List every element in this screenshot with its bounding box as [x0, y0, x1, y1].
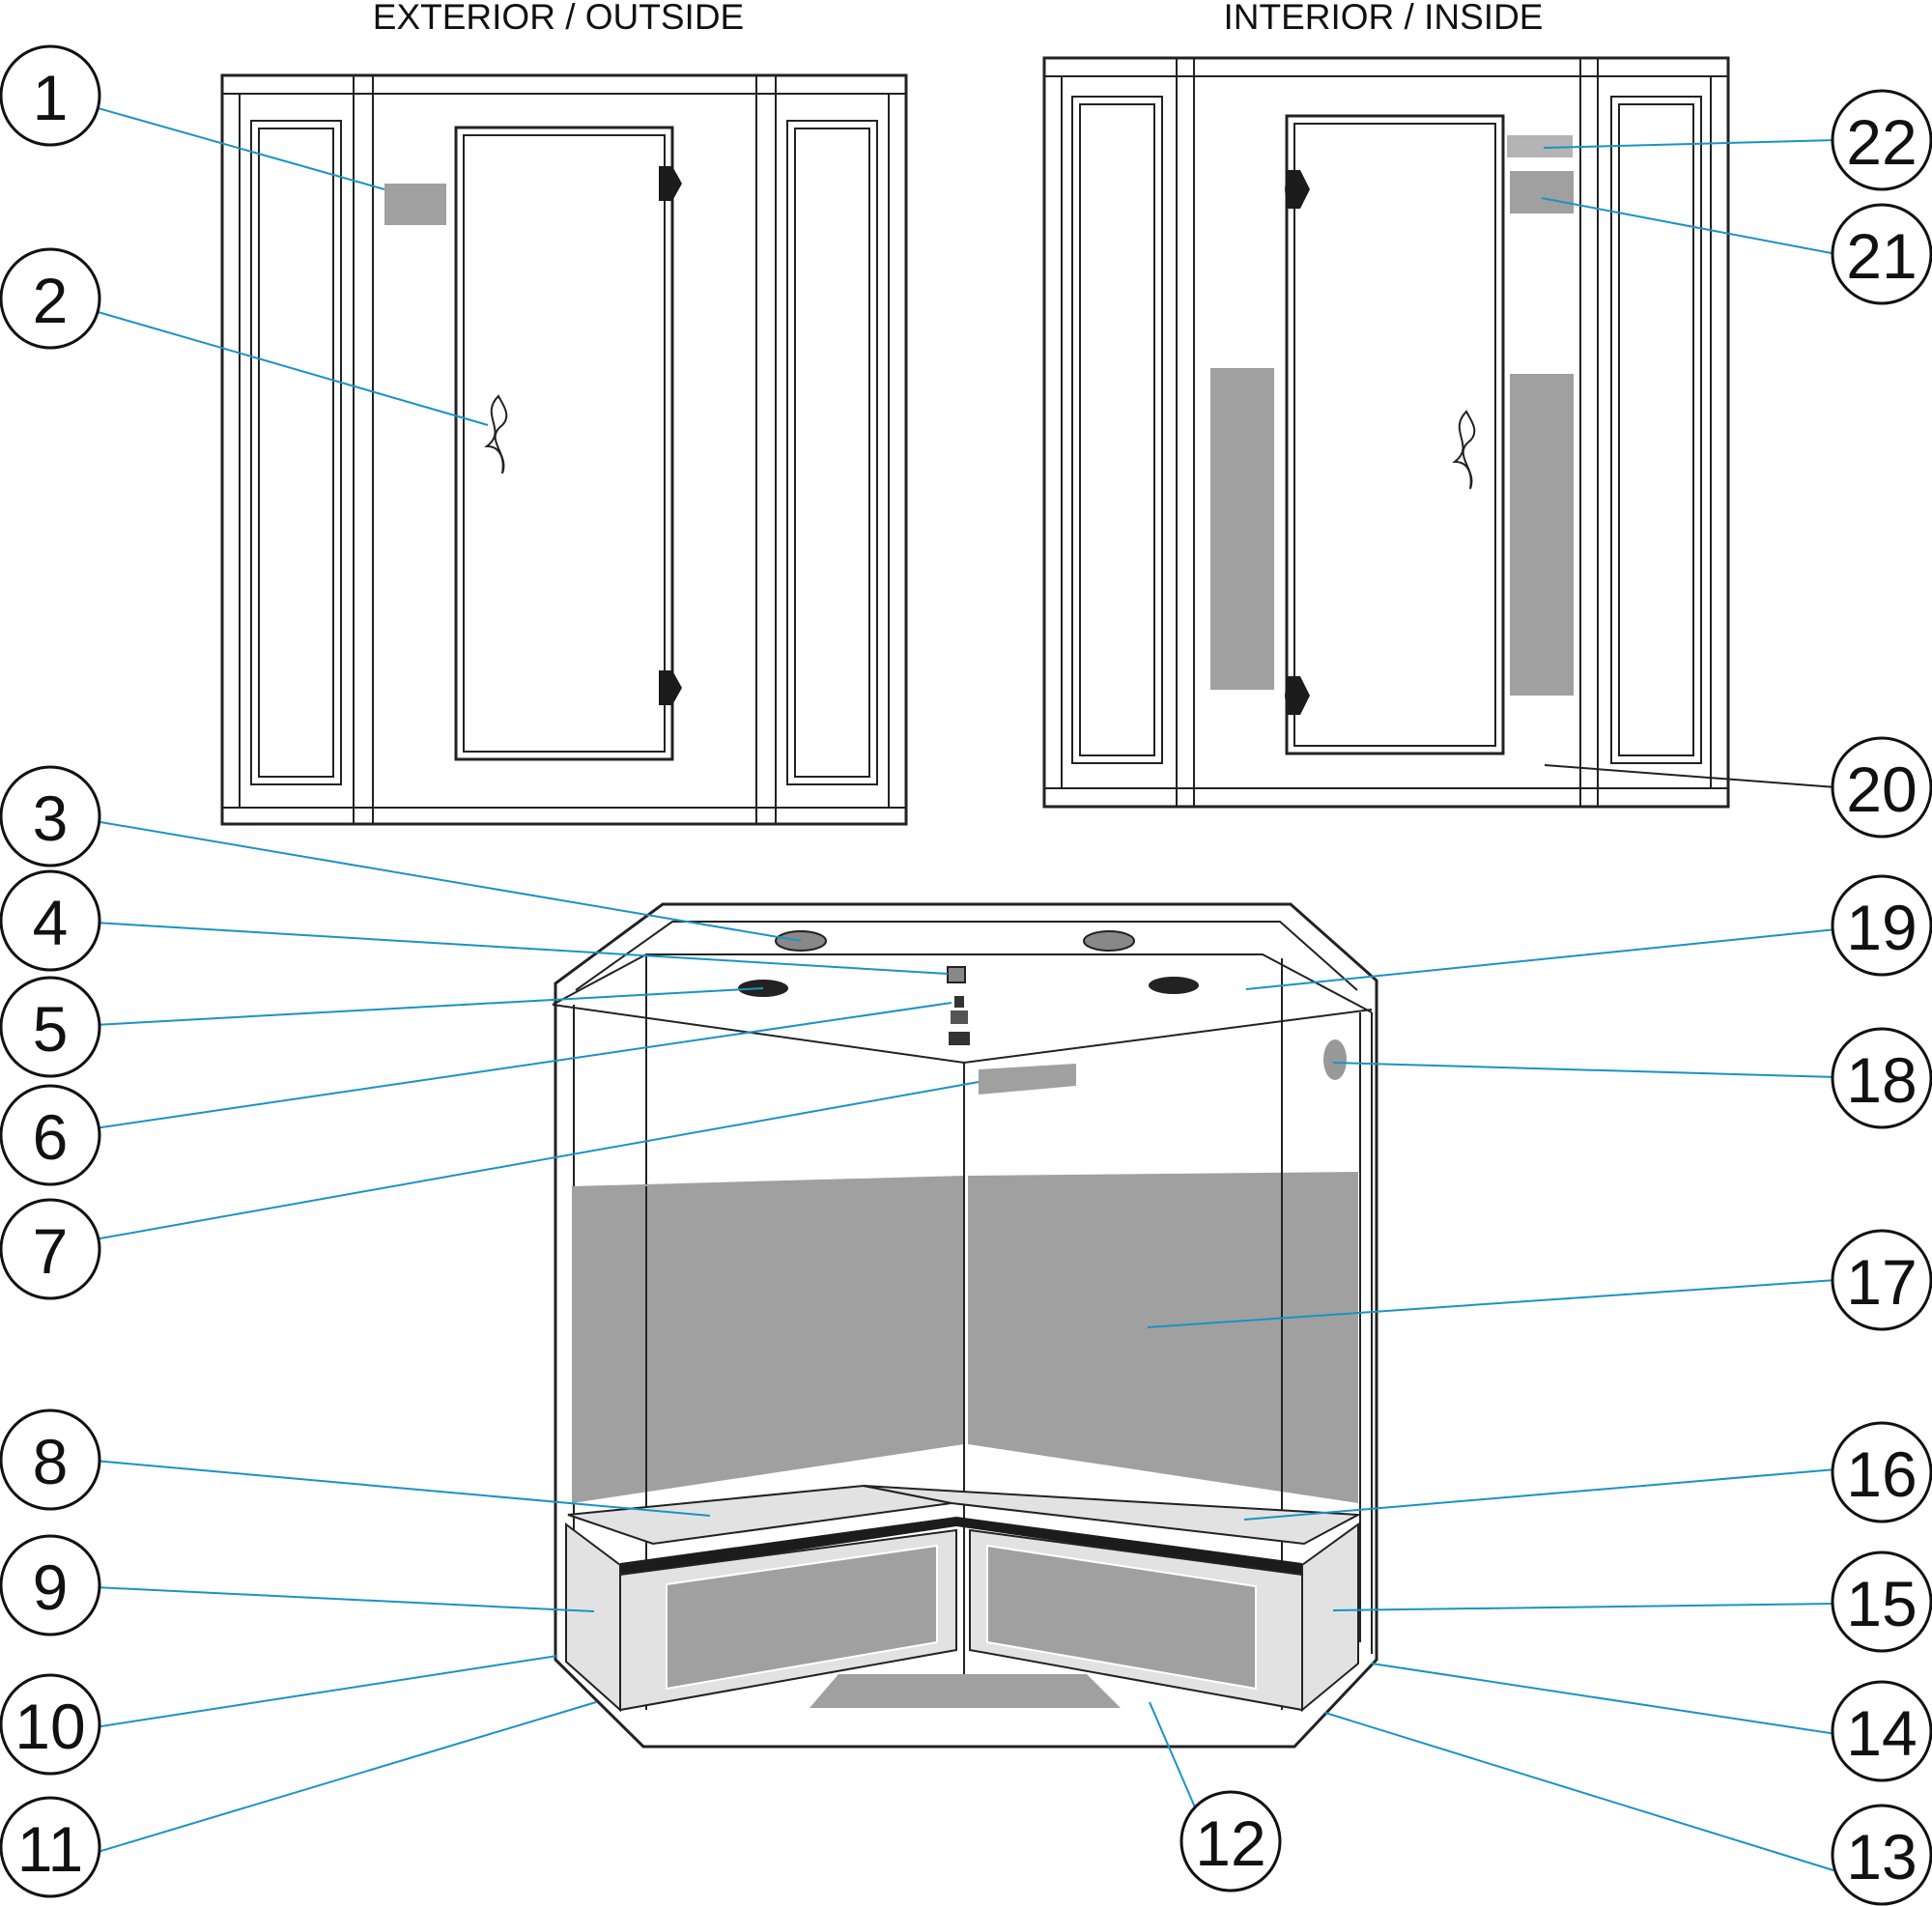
callout-15: 15	[1831, 1550, 1932, 1653]
interior-right-heater-panel	[1510, 374, 1574, 696]
svg-text:1: 1	[33, 62, 69, 133]
callout-16: 16	[1831, 1421, 1932, 1523]
svg-text:21: 21	[1846, 220, 1917, 292]
callout-3: 3	[0, 765, 101, 868]
right-bench-heater	[986, 1544, 1257, 1691]
exterior-bottom-hinge	[659, 670, 682, 705]
exterior-outer-frame	[220, 73, 908, 826]
exterior-door-handle	[484, 394, 508, 474]
svg-text:11: 11	[17, 1813, 84, 1885]
interior-door	[1285, 114, 1505, 755]
svg-text:14: 14	[1846, 1697, 1917, 1769]
interior-right-window	[1610, 96, 1702, 764]
callout-20: 20	[1831, 736, 1932, 839]
svg-text:10: 10	[14, 1691, 85, 1762]
cabin-outline	[554, 902, 1378, 1749]
callout-11: 11	[0, 1796, 101, 1898]
ceiling-vent-right	[1083, 930, 1135, 952]
callout-7: 7	[0, 1198, 101, 1300]
interior-top-hinge	[1285, 170, 1310, 209]
callout-14: 14	[1831, 1680, 1932, 1782]
interior-control-panel	[1510, 171, 1574, 213]
callout-1: 1	[0, 44, 101, 147]
svg-text:16: 16	[1846, 1438, 1917, 1510]
cabin-perspective-view	[552, 902, 1378, 1749]
right-wall-heater	[968, 1172, 1358, 1503]
exterior-control-panel	[384, 184, 446, 225]
svg-text:13: 13	[1846, 1821, 1917, 1892]
callout-2: 2	[0, 247, 101, 350]
svg-text:2: 2	[33, 265, 69, 336]
svg-text:9: 9	[33, 1551, 69, 1623]
left-bench-heater	[666, 1544, 938, 1691]
exterior-top-hinge	[659, 166, 682, 201]
air-vent	[1323, 1039, 1347, 1080]
interior-outer-frame	[1042, 56, 1730, 809]
callout-5: 5	[0, 976, 101, 1078]
interior-view	[1042, 56, 1730, 809]
svg-text:3: 3	[33, 782, 69, 854]
right-bench-side	[1301, 1522, 1359, 1713]
svg-text:6: 6	[33, 1101, 69, 1173]
callout-21: 21	[1831, 203, 1932, 305]
callout-9: 9	[0, 1534, 101, 1636]
callout-18: 18	[1831, 1027, 1932, 1129]
callout-8: 8	[0, 1408, 101, 1511]
interior-left-heater-panel	[1210, 368, 1274, 690]
left-bench-side	[565, 1522, 621, 1713]
svg-text:19: 19	[1846, 892, 1917, 963]
inner-control-panel	[979, 1064, 1076, 1095]
callout-17: 17	[1831, 1229, 1932, 1331]
callout-22: 22	[1831, 89, 1932, 191]
svg-text:22: 22	[1846, 106, 1917, 178]
callout-12: 12	[1179, 1790, 1282, 1892]
ceiling-light	[947, 966, 966, 983]
svg-text:17: 17	[1846, 1246, 1917, 1318]
exterior-right-window	[786, 120, 878, 785]
svg-text:4: 4	[33, 887, 69, 958]
callout-6: 6	[0, 1084, 101, 1186]
right-bench-seat	[863, 1485, 1362, 1546]
interior-left-window	[1071, 96, 1163, 764]
exterior-view	[220, 73, 908, 826]
svg-text:8: 8	[33, 1426, 69, 1497]
svg-text:5: 5	[33, 993, 69, 1065]
svg-text:7: 7	[33, 1215, 69, 1287]
interior-light-strip	[1507, 135, 1573, 157]
svg-text:20: 20	[1846, 754, 1917, 825]
callout-13: 13	[1831, 1804, 1932, 1906]
floor-heater-mat	[810, 1674, 1121, 1708]
exterior-left-window	[250, 120, 342, 785]
interior-heading: INTERIOR / INSIDE	[1224, 0, 1544, 37]
reading-lamp	[949, 1032, 970, 1045]
svg-text:15: 15	[1846, 1568, 1917, 1639]
leader-lines	[94, 106, 1837, 1872]
exterior-door	[454, 126, 674, 761]
callout-19: 19	[1831, 874, 1932, 977]
interior-bottom-hinge	[1285, 676, 1310, 715]
callout-4: 4	[0, 869, 101, 972]
exterior-heading: EXTERIOR / OUTSIDE	[373, 0, 744, 37]
callout-10: 10	[0, 1673, 101, 1776]
left-wall-heater	[572, 1176, 964, 1503]
ceiling-speaker-right	[1149, 977, 1199, 994]
svg-text:18: 18	[1846, 1044, 1917, 1116]
interior-door-handle	[1452, 410, 1476, 490]
svg-text:12: 12	[1195, 1807, 1265, 1879]
